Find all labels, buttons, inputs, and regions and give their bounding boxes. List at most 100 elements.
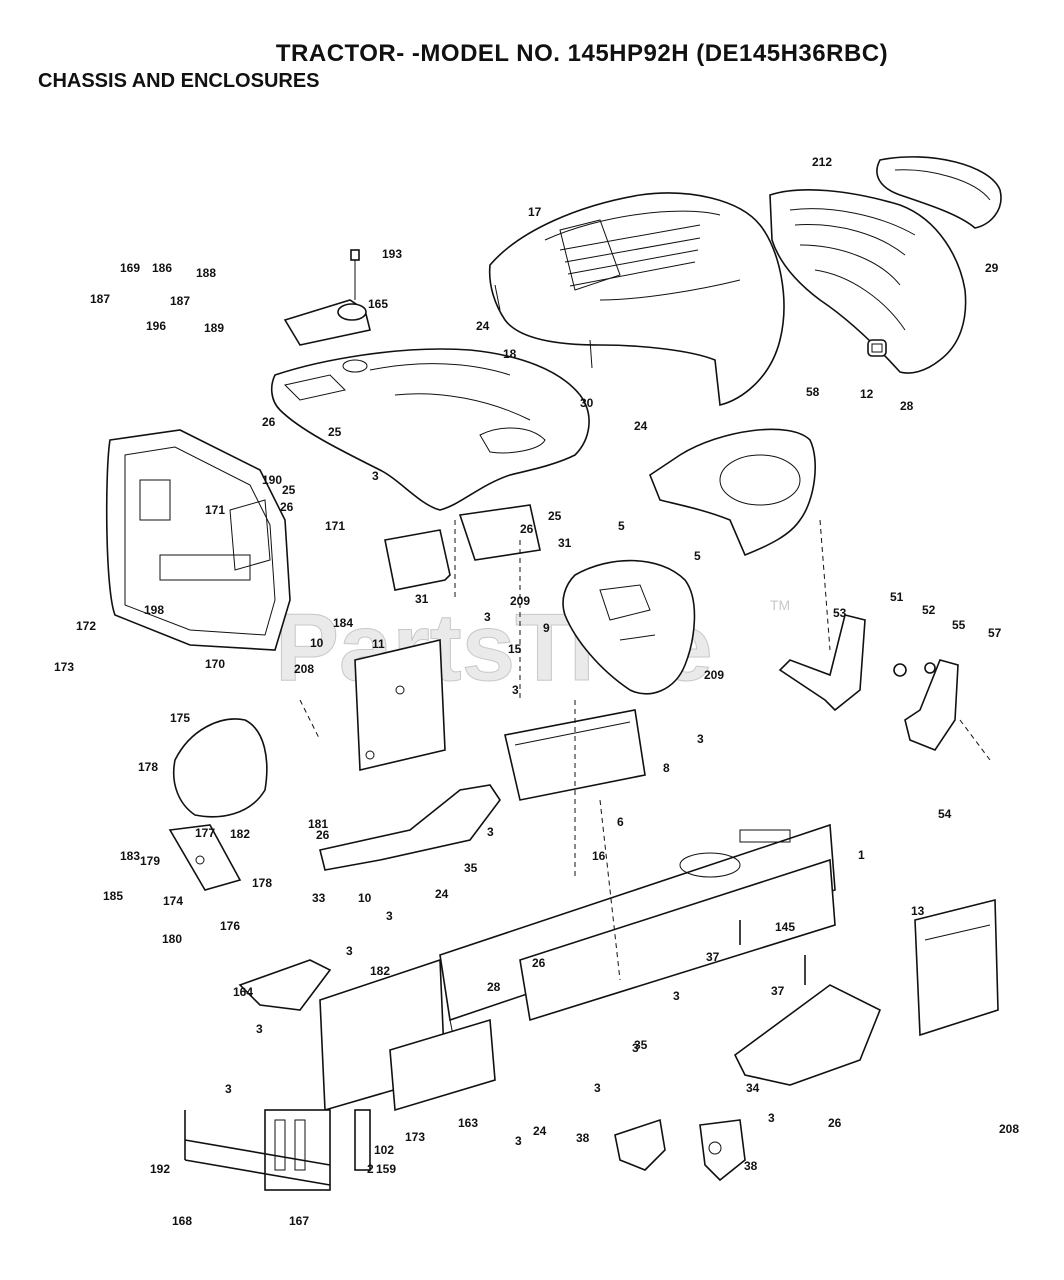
callout-label: 184 [333,616,353,630]
callout-label: 187 [170,294,190,308]
callout-label: 35 [464,861,478,875]
watermark-trademark: TM [770,597,790,613]
callout-label: 5 [618,519,625,533]
callout-label: 25 [328,425,342,439]
part-hood [488,192,785,406]
callout-label: 3 [372,469,379,483]
callout-label: 58 [806,385,820,399]
callout-label: 178 [252,876,272,890]
callout-label: 34 [746,1081,760,1095]
callout-label: 2 [367,1162,374,1176]
callout-label: 102 [374,1143,394,1157]
page-title: TRACTOR- -MODEL NO. 145HP92H (DE145H36RB… [275,40,889,67]
callout-label: 173 [405,1130,425,1144]
part-brackets [384,504,541,591]
callout-label: 52 [922,603,936,617]
callout-label: 25 [548,509,562,523]
part-right-panel [914,898,999,1037]
callout-label: 28 [900,399,914,413]
callout-label: 177 [195,826,215,840]
callout-label: 171 [205,503,225,517]
callout-label: 185 [103,889,123,903]
callout-label: 10 [358,891,372,905]
callout-label: 55 [952,618,966,632]
callout-label: 24 [533,1124,547,1138]
callout-label: 168 [172,1214,192,1228]
page-subtitle: CHASSIS AND ENCLOSURES [38,70,320,92]
callout-label: 8 [663,761,670,775]
callout-label: 187 [90,292,110,306]
callout-label: 13 [911,904,925,918]
part-seat-pan [319,784,501,871]
callout-label: 196 [146,319,166,333]
callout-label: 57 [988,626,1002,640]
callout-label: 188 [196,266,216,280]
callout-label: 186 [152,261,172,275]
callout-label: 163 [458,1116,478,1130]
callout-label: 54 [938,807,952,821]
part-bracket-164 [238,959,332,1011]
part-left-panel [354,639,446,771]
part-grille-housing [769,156,1002,374]
callout-label: 12 [860,387,874,401]
callout-label: 190 [262,473,282,487]
callout-label: 26 [280,500,294,514]
callout-label: 24 [476,319,490,333]
callout-label: 171 [325,519,345,533]
callout-label: 208 [294,662,314,676]
callout-label: 3 [697,732,704,746]
callout-label: 18 [503,347,517,361]
callout-label: 3 [673,989,680,1003]
callout-label: 53 [833,606,847,620]
callout-label: 182 [230,827,250,841]
callout-label: 3 [225,1082,232,1096]
callout-label: 3 [768,1111,775,1125]
callout-label: 183 [120,849,140,863]
callout-label: 10 [310,636,324,650]
part-hinge-brackets [614,1118,746,1182]
callout-label: 180 [162,932,182,946]
callout-label: 170 [205,657,225,671]
callout-label: 9 [543,621,550,635]
callout-label: 159 [376,1162,396,1176]
callout-label: 3 [346,944,353,958]
callout-label: 26 [520,522,534,536]
part-bracket-53 [778,614,866,712]
part-cross-bars [184,1110,331,1186]
callout-label: 26 [532,956,546,970]
callout-label: 37 [771,984,785,998]
callout-label: 209 [510,594,530,608]
part-fender-shield [649,428,816,557]
part-steering-assembly [168,718,268,891]
callout-label: 15 [508,642,522,656]
callout-label: 16 [592,849,606,863]
callout-label: 3 [386,909,393,923]
callout-label: 169 [120,261,140,275]
callout-label: 3 [487,825,494,839]
part-dash-cover [283,249,371,346]
callout-label: 38 [576,1131,590,1145]
callout-label: 28 [487,980,501,994]
callout-label: 1 [858,848,865,862]
callout-label: 198 [144,603,164,617]
callout-label: 176 [220,919,240,933]
callout-label: 3 [632,1041,639,1055]
callout-label: 3 [484,610,491,624]
callout-label: 6 [617,815,624,829]
callout-label: 5 [694,549,701,563]
callout-label: 175 [170,711,190,725]
callout-label: 29 [985,261,999,275]
part-front-frame [105,429,291,651]
part-side-panel [562,559,696,695]
callout-label: 208 [999,1122,1019,1136]
part-bolts [739,920,806,985]
callout-label: 26 [828,1116,842,1130]
callout-label: 193 [382,247,402,261]
callout-label: 145 [775,920,795,934]
callout-label: 189 [204,321,224,335]
callout-label: 172 [76,619,96,633]
callout-label: 31 [558,536,572,550]
assembly-lines [299,519,991,981]
